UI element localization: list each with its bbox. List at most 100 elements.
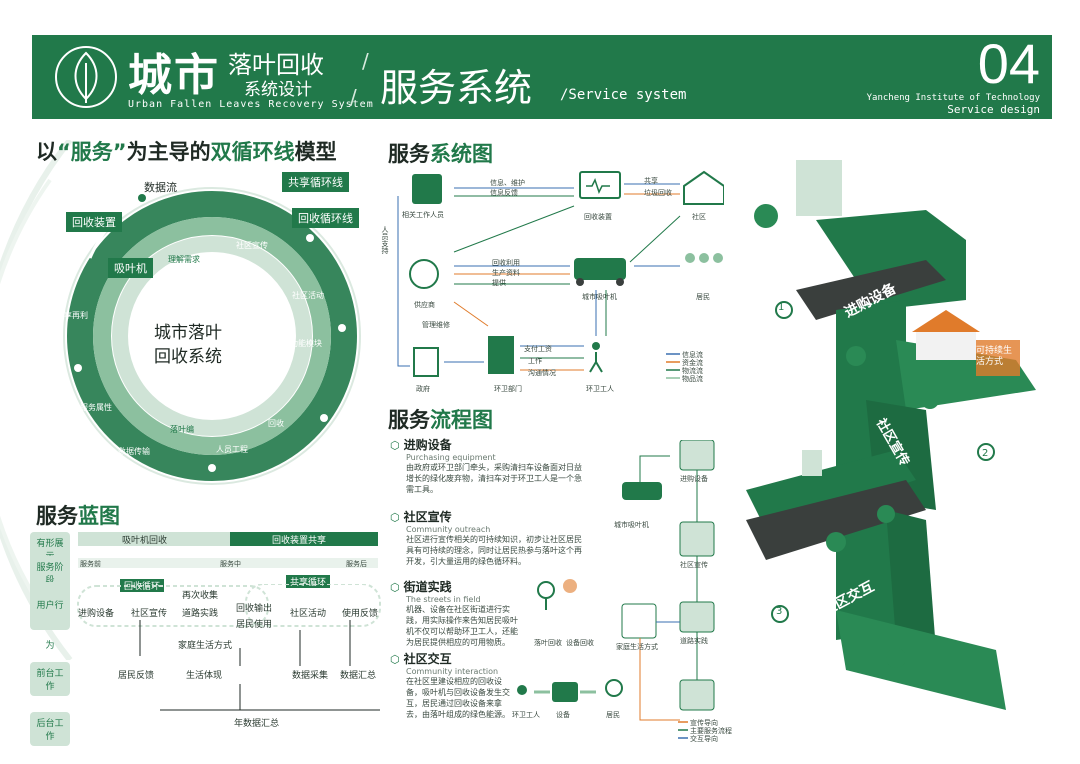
step-number: 2 bbox=[982, 448, 989, 459]
evidence-item: 回收装置共享 bbox=[272, 536, 327, 546]
recycle-loop-label: 回收循环线 bbox=[292, 208, 359, 228]
background-arcs bbox=[0, 140, 73, 660]
model-heading: 以“服务”为主导的双循环线模型 bbox=[36, 140, 337, 164]
shared-loop-label: 共享循环线 bbox=[282, 172, 349, 192]
edge-label: 生产资料 bbox=[492, 269, 520, 277]
action-item: 社区宣传 bbox=[131, 609, 168, 619]
action-item: 道路实践 bbox=[182, 609, 219, 619]
system-heading: 服务系统图 bbox=[388, 142, 493, 166]
icon-caption: 居民 bbox=[606, 711, 620, 719]
flow-node: 家庭生活方式 bbox=[616, 643, 658, 651]
institute-name: Yancheng Institute of Technology bbox=[866, 93, 1040, 103]
row-label: 用户行为 bbox=[30, 582, 70, 651]
legend-item: 物流流 bbox=[682, 367, 703, 375]
action-item: 家庭生活方式 bbox=[178, 641, 233, 651]
edge-label: 提供 bbox=[492, 279, 506, 287]
leaf-caption: 落叶回收 bbox=[534, 639, 562, 647]
edge-label: 支付工资 bbox=[524, 345, 552, 353]
action-item: 再次收集 bbox=[182, 591, 219, 601]
flow-step: ⬡进购设备 Purchasing equipment 由政府或环卫部门牵头，采购… bbox=[390, 438, 582, 494]
row-label: 前台工作 bbox=[30, 662, 70, 696]
flow-heading: 服务流程图 bbox=[388, 408, 493, 432]
edge-label: 回收利用 bbox=[492, 259, 520, 267]
flow-legend: 交互导向 bbox=[690, 735, 718, 743]
step-number: 1 bbox=[778, 302, 785, 313]
flow-node: 道路实践 bbox=[680, 637, 708, 645]
share-loop-tag: 共享循环 bbox=[286, 575, 331, 588]
header-banner: 城市 落叶回收 系统设计 Urban Fallen Leaves Recover… bbox=[32, 32, 1052, 119]
action-item: 居民使用 bbox=[236, 620, 273, 630]
system-node: 社区 bbox=[692, 213, 706, 221]
ring-label: 共享再利 bbox=[56, 311, 88, 320]
slash-divider: / bbox=[362, 49, 369, 73]
leaf-caption: 设备回收 bbox=[566, 639, 594, 647]
side-label: 人员支持 bbox=[381, 226, 389, 254]
stage-label: 服务中 bbox=[220, 560, 241, 568]
ring-label: 理解需求 bbox=[168, 255, 200, 264]
ring-label: 社区宣传 bbox=[236, 241, 268, 250]
legend-item: 物品流 bbox=[682, 375, 703, 383]
flow-legend: 宣传导向 bbox=[690, 719, 718, 727]
action-item: 使用反馈 bbox=[342, 609, 379, 619]
data-flow-label: 数据流 bbox=[144, 181, 177, 194]
legend-item: 资金流 bbox=[682, 359, 703, 367]
system-node: 城市吸叶机 bbox=[582, 293, 617, 301]
evidence-item: 吸叶机回收 bbox=[122, 536, 168, 546]
flow-node: 城市吸叶机 bbox=[614, 521, 649, 529]
sign-text: 可持续生活方式 bbox=[976, 346, 1013, 367]
blueprint-loops bbox=[77, 584, 381, 627]
flow-legend: 主要服务流程 bbox=[690, 727, 732, 735]
section-number: 04 bbox=[977, 32, 1040, 95]
edge-label: 工作 bbox=[528, 357, 542, 365]
ring-label: 社区活动 bbox=[292, 291, 324, 300]
system-node: 相关工作人员 bbox=[402, 211, 444, 219]
icon-caption: 环卫工人 bbox=[512, 711, 540, 719]
design-label: Service design bbox=[947, 103, 1040, 116]
ring-label: 人员工程 bbox=[216, 445, 248, 454]
system-node: 环卫部门 bbox=[494, 385, 522, 393]
flow-step: ⬡社区交互 Community interaction 在社区里建设相应的回收设… bbox=[390, 652, 510, 719]
edge-label: 垃圾回收 bbox=[644, 189, 672, 197]
edge-label: 共享 bbox=[644, 177, 658, 185]
ring-label: 服务属性 bbox=[80, 403, 112, 412]
ring-label: 落叶编 bbox=[170, 425, 194, 434]
center-label-1: 城市落叶 bbox=[154, 323, 222, 343]
system-node: 环卫工人 bbox=[586, 385, 614, 393]
flow-diagram bbox=[517, 440, 715, 739]
isometric-illustration bbox=[746, 160, 1036, 710]
blueprint-connectors bbox=[139, 620, 380, 711]
front-item: 数据汇总 bbox=[340, 671, 377, 681]
title-sub2: 系统设计 bbox=[244, 80, 312, 100]
flow-node: 进购设备 bbox=[680, 475, 708, 483]
section-title: 服务系统 bbox=[380, 66, 533, 110]
row-label: 后台工作 bbox=[30, 712, 70, 746]
action-item: 社区活动 bbox=[290, 609, 327, 619]
flow-step: ⬡社区宣传 Community outreach 社区进行宣传相关的可持续知识，… bbox=[390, 510, 582, 566]
title-english: Urban Fallen Leaves Recovery System bbox=[128, 99, 374, 110]
flow-node: 社区宣传 bbox=[680, 561, 708, 569]
action-item: 进购设备 bbox=[78, 609, 115, 619]
recycle-loop-tag: 回收循环 bbox=[120, 579, 165, 592]
system-node: 供应商 bbox=[414, 301, 435, 309]
front-item: 数据采集 bbox=[292, 671, 329, 681]
slash-divider: / bbox=[350, 85, 357, 109]
legend-item: 信息流 bbox=[682, 351, 703, 359]
device-label: 回收装置 bbox=[66, 212, 122, 232]
flow-step: ⬡街道实践 The streets in field 机器、设备在社区街道进行实… bbox=[390, 580, 518, 647]
system-diagram bbox=[397, 170, 724, 379]
edge-label: 管理维修 bbox=[422, 321, 450, 329]
title-main: 城市 bbox=[128, 50, 220, 101]
ring-label: 功能模块 bbox=[290, 339, 322, 348]
blower-label: 吸叶机 bbox=[108, 258, 153, 278]
stage-label: 服务前 bbox=[80, 560, 101, 568]
ring-label: 数据传输 bbox=[118, 447, 150, 456]
ring-label: 回收 bbox=[268, 419, 284, 428]
step-number: 3 bbox=[776, 606, 783, 617]
edge-label: 沟通情况 bbox=[528, 369, 556, 377]
system-node: 政府 bbox=[416, 385, 430, 393]
system-node: 回收装置 bbox=[584, 213, 612, 221]
action-item: 回收输出 bbox=[236, 604, 273, 614]
front-item: 居民反馈 bbox=[118, 671, 155, 681]
system-node: 居民 bbox=[696, 293, 710, 301]
title-sub: 落叶回收 bbox=[228, 51, 324, 79]
